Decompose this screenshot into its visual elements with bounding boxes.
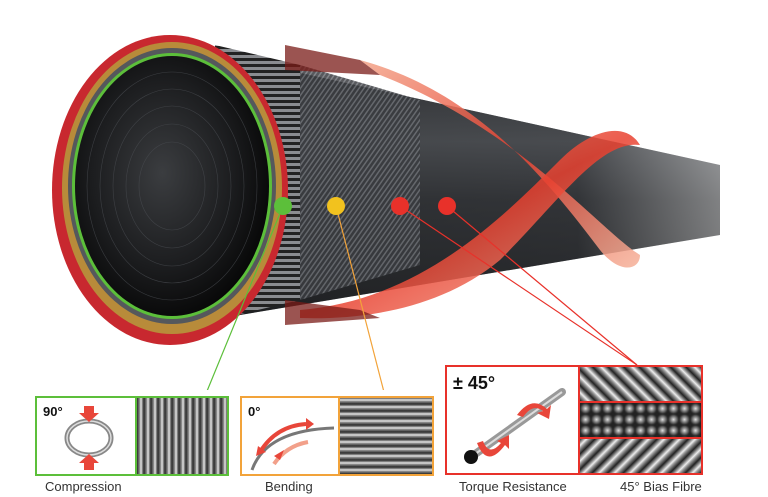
torque-ribbon-1 bbox=[360, 60, 640, 268]
torque-twist-icon bbox=[464, 388, 566, 464]
bending-caption: Bending bbox=[265, 479, 313, 494]
torque-caption: Torque Resistance bbox=[459, 479, 567, 494]
horizontal-fibre-pattern bbox=[340, 398, 432, 474]
bias-fibre-patterns bbox=[580, 367, 701, 473]
torque-ribbon-2 bbox=[300, 130, 640, 319]
bending-icon-area: 0° bbox=[242, 398, 340, 474]
bending-marker bbox=[327, 197, 345, 215]
compression-panel: 90° bbox=[35, 396, 229, 476]
torque-angle: ± 45° bbox=[453, 373, 496, 393]
bending-angle: 0° bbox=[248, 404, 261, 419]
diagonal-fibre-pattern bbox=[580, 367, 701, 403]
torque-panel: ± 45° bbox=[445, 365, 703, 475]
compression-icon-area: 90° bbox=[37, 398, 137, 474]
ring-compression-icon bbox=[64, 406, 114, 470]
woven-fibre-pattern bbox=[580, 403, 701, 439]
torque-marker-1 bbox=[391, 197, 409, 215]
compression-marker bbox=[274, 197, 292, 215]
bias-fibre-caption: 45° Bias Fibre bbox=[620, 479, 702, 494]
torque-icon-area: ± 45° bbox=[447, 367, 580, 473]
torque-leader-1 bbox=[399, 205, 638, 366]
torque-marker-2 bbox=[438, 197, 456, 215]
vertical-fibre-pattern bbox=[137, 398, 227, 474]
compression-caption: Compression bbox=[45, 479, 122, 494]
bending-leader bbox=[335, 205, 385, 390]
bending-arrows-icon bbox=[250, 418, 335, 471]
bending-panel: 0° bbox=[240, 396, 434, 476]
compression-angle: 90° bbox=[43, 404, 63, 419]
torque-leader-2 bbox=[446, 205, 638, 366]
carbon-rod-illustration bbox=[52, 35, 720, 390]
diagonal-fibre-pattern bbox=[580, 439, 701, 473]
compression-leader bbox=[206, 205, 284, 390]
